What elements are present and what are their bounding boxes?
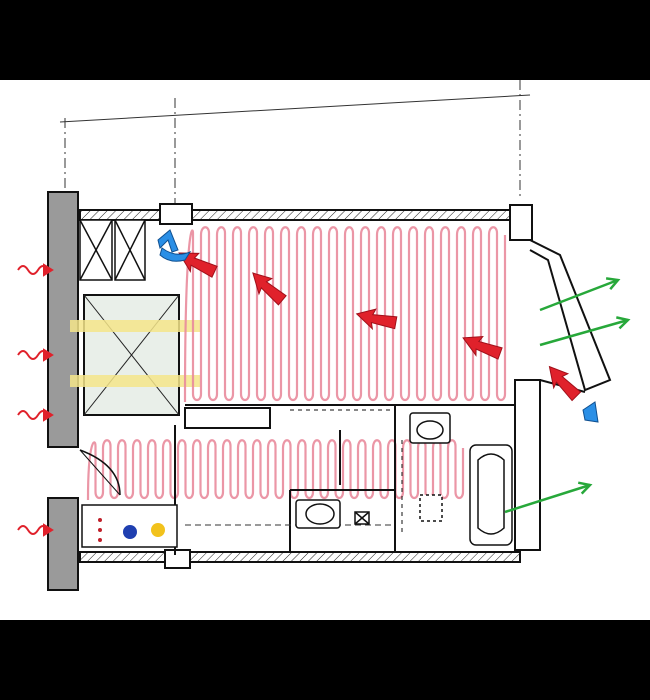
warm-air-arrow: [462, 335, 503, 360]
boiler-yellow: [151, 523, 165, 537]
wall-left-lower: [47, 497, 79, 591]
heat-loss-wave-arrow: [17, 523, 54, 537]
cool-air-arrows: [157, 229, 599, 423]
heat-loss-wave-arrow: [17, 408, 54, 422]
wall-right-upper: [509, 204, 533, 241]
cupboards: [79, 219, 146, 281]
skylight-band-2: [70, 375, 200, 387]
toilet: [295, 499, 341, 529]
balcony-window: [529, 239, 612, 393]
wall-right-lower: [514, 379, 541, 551]
skylight-band-1: [70, 320, 200, 332]
exhaust-arrow: [539, 277, 621, 312]
column-top: [159, 203, 193, 225]
floor-plan: [17, 80, 631, 591]
exhaust-arrow: [539, 316, 631, 347]
boiler-blue: [123, 525, 137, 539]
warm-air-arrows: [178, 252, 582, 402]
heating-coil-corridor: [86, 439, 465, 501]
partitions: [79, 404, 515, 555]
exhaust-arrow: [504, 481, 593, 514]
warm-air-arrow: [548, 365, 582, 402]
heat-loss-wave-arrow: [17, 348, 54, 362]
heat-loss-wave-arrow: [17, 263, 54, 277]
column-bottom: [164, 549, 191, 569]
heat-loss-arrows: [17, 263, 54, 537]
warm-air-arrow: [252, 272, 287, 306]
warm-air-arrow: [355, 308, 398, 331]
cool-air-arrow-1: [157, 229, 179, 253]
exhaust-arrows: [504, 277, 631, 514]
warm-air-arrow: [178, 252, 218, 278]
bathroom-fixtures: [295, 412, 513, 546]
wall-top-hatched: [79, 209, 511, 221]
cool-air-arrow-2: [582, 401, 599, 423]
skylight: [70, 294, 200, 416]
utility-cupboard: [81, 504, 395, 548]
grid-lines: [59, 80, 531, 210]
wall-left-upper: [47, 191, 79, 448]
exterior-walls: [47, 191, 541, 591]
drawing-frame: [0, 80, 650, 620]
heating-coil-main: [183, 226, 507, 403]
wall-bottom-hatched: [79, 551, 521, 563]
